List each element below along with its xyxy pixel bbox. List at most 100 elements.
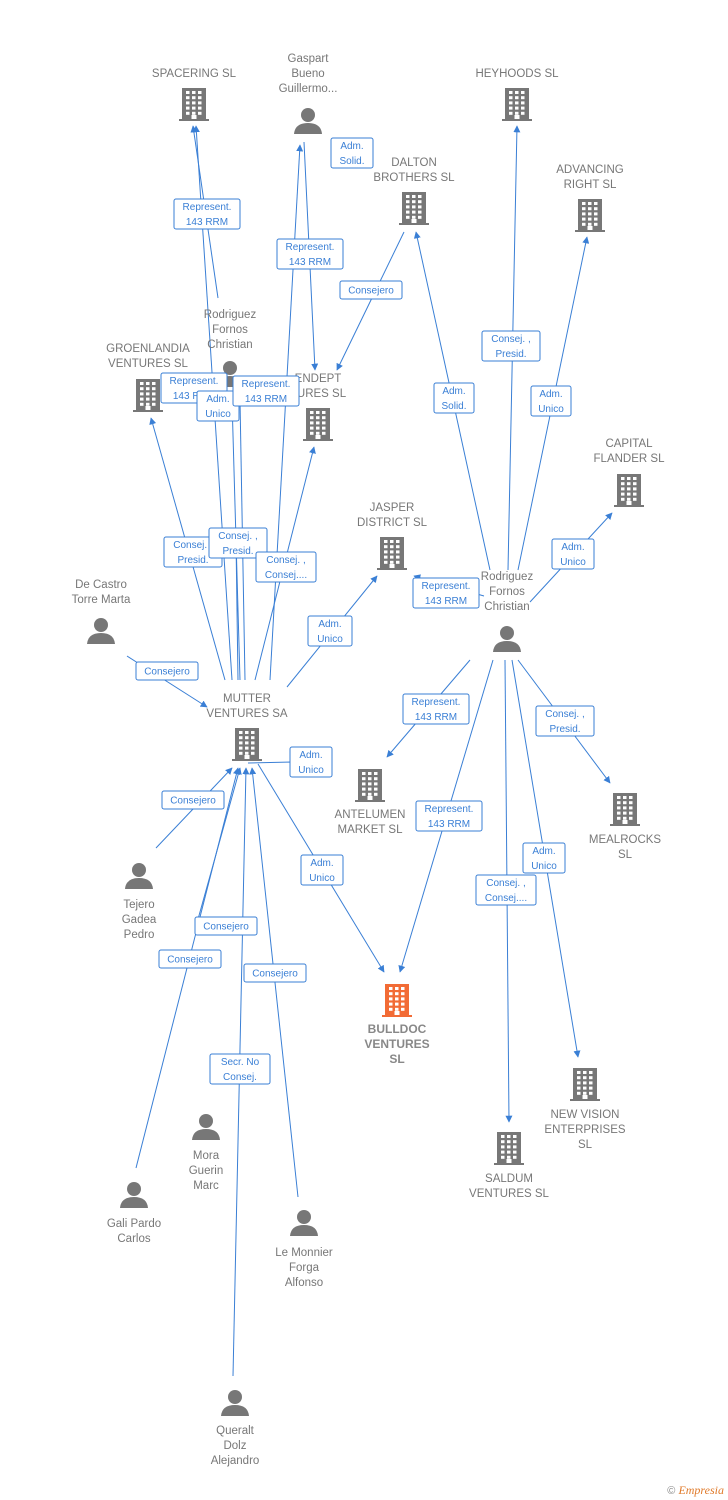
edge-label-text: Presid. [222,546,253,557]
edge-label-e25[interactable]: Consej. ,Consej.... [475,874,537,906]
node-label: VENTURES SA [206,708,287,720]
edge-label-box [243,963,307,983]
edge-label-e12[interactable]: Consej. ,Presid. [208,527,268,559]
edge-label-box [330,137,374,169]
edge-label-e28[interactable]: Consejero [243,963,307,983]
edge-label-e1[interactable]: Represent.143 RRM [173,198,241,230]
edge-label-box [208,527,268,559]
edge-label-e2[interactable]: Adm.Solid. [330,137,374,169]
building-icon [179,88,209,121]
edge-label-e24[interactable]: Adm.Unico [522,842,566,874]
edge-label-text: Unico [309,873,335,884]
building-icon [133,379,163,412]
edge-label-text: 143 RRM [428,819,470,830]
edge-label-text: Presid. [495,349,526,360]
edge-label-text: Adm. [318,619,341,630]
edge-label-e16[interactable]: Adm.Unico [551,538,595,570]
building-icon [377,537,407,570]
edge-label-e23[interactable]: Represent.143 RRM [415,800,483,832]
building-icon [502,88,532,121]
edge-line-e12 [232,539,240,681]
edge-label-e14[interactable]: Adm.Unico [307,615,353,647]
node-label: HEYHOODS SL [475,68,559,80]
node-heyhoods[interactable]: HEYHOODS SL [475,68,559,121]
node-label: SPACERING SL [152,68,237,80]
person-icon [221,1390,249,1416]
edge-label-text: Represent. [286,242,335,253]
node-label: Carlos [117,1233,150,1245]
edge-label-text: Consejero [252,969,298,980]
node-label: ENDEPT [295,373,342,385]
edge-label-e22[interactable]: Adm.Unico [300,854,344,886]
edge-label-text: Unico [298,765,324,776]
edge-label-e3[interactable]: Represent.143 RRM [276,238,344,270]
brand-logo[interactable]: Empresia [678,1483,724,1497]
edge-label-e18[interactable]: Adm.Unico [289,746,333,778]
node-gaspart[interactable]: GaspartBuenoGuillermo... [279,53,338,134]
node-label: Gaspart [288,53,330,65]
edge-label-box [481,330,541,362]
edge-label-text: Represent. [422,581,471,592]
edge-label-e5[interactable]: Consej. , Presid. [481,330,541,362]
edge-label-e19[interactable]: Represent.143 RRM [402,693,470,725]
edge-label-e4[interactable]: Consejero [339,280,403,300]
edge-label-e17[interactable]: Consejero [135,661,199,681]
edge-label-e21[interactable]: Consejero [161,790,225,810]
edge-label-e20[interactable]: Consej. ,Presid. [535,705,595,737]
edge-label-e27[interactable]: Consejero [158,949,222,969]
edge-label-text: Consej. , [491,334,530,345]
edge-label-e6[interactable]: Adm.Solid. [433,382,475,414]
building-icon [494,1132,524,1165]
edge-label-text: Consej. , [486,878,525,889]
edge-label-text: Consej.... [265,570,307,581]
edge-label-text: Represent. [242,379,291,390]
edge-label-e7[interactable]: Adm.Unico [530,385,572,417]
person-icon [120,1182,148,1208]
node-label: SL [618,849,633,861]
edge-label-box [158,949,222,969]
edge-label-e11[interactable]: Consej. ,Presid. [163,536,223,568]
node-label: Fornos [489,586,525,598]
building-icon [399,192,429,225]
node-label: JASPER [370,502,415,514]
edge-label-e10[interactable]: Represent.143 RRM [232,375,300,407]
edge-label-e15[interactable]: Represent. 143 RRM [412,577,480,609]
edge-label-box [522,842,566,874]
node-label: VENTURES SL [469,1188,549,1200]
edge-label-text: Consej. , [173,540,212,551]
edge-label-text: 143 RRM [425,596,467,607]
edge-label-text: Consejero [167,955,213,966]
edge-label-text: Adm. [532,846,555,857]
edge-label-e13[interactable]: Consej. ,Consej.... [255,551,317,583]
edge-label-e26[interactable]: Consejero [194,916,258,936]
node-label: SALDUM [485,1173,533,1185]
person-icon [87,618,115,644]
node-spacering[interactable]: SPACERING SL [152,68,237,121]
edge-label-box [161,790,225,810]
edge-label-box [307,615,353,647]
edge-label-box [339,280,403,300]
node-saldum[interactable]: SALDUM VENTURES SL [469,1132,550,1200]
edge-label-text: Solid. [339,156,364,167]
edge-label-box [300,854,344,886]
